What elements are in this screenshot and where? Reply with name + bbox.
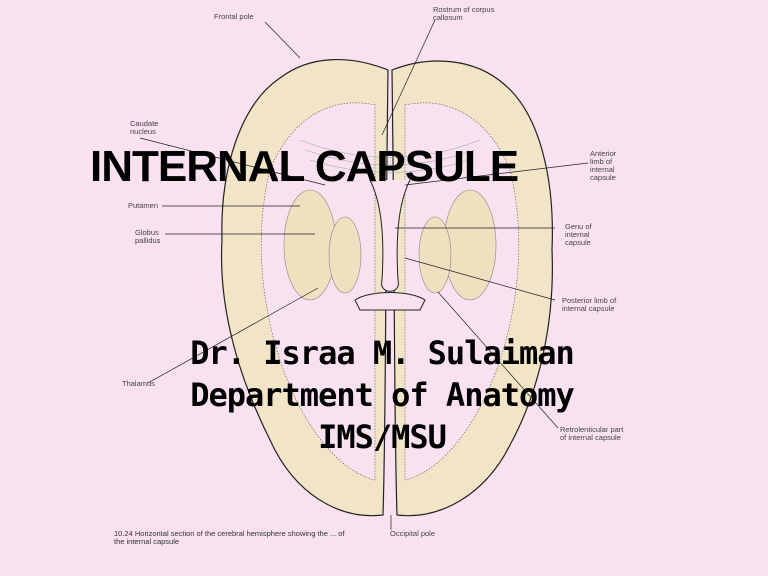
label-caudate: Caudate nucleus xyxy=(130,119,159,136)
label-genu: Genu of internal capsule xyxy=(565,222,592,247)
label-posterior-limb: Posterior limb of internal capsule xyxy=(562,296,617,313)
label-anterior-limb: Anterior limb of internal capsule xyxy=(590,149,617,182)
brain-section-figure: Frontal pole Rostrum of corpus callosum … xyxy=(100,0,628,548)
brain-illustration xyxy=(139,19,589,530)
label-putamen: Putamen xyxy=(128,201,159,210)
label-retrolenticular: Retrolenticular part of internal capsule xyxy=(560,425,624,442)
slide-title: INTERNAL CAPSULE xyxy=(90,142,519,191)
label-occipital-pole: Occipital pole xyxy=(390,529,436,538)
institution: IMS/MSU xyxy=(318,418,447,456)
author-name: Dr. Israa M. Sulaiman xyxy=(190,334,575,372)
label-thalamus: Thalamus xyxy=(122,379,155,388)
department: Department of Anatomy xyxy=(190,376,575,414)
label-rostrum: Rostrum of corpus callosum xyxy=(433,5,495,22)
label-frontal-pole: Frontal pole xyxy=(214,12,254,21)
figure-caption: 10.24 Horizontal section of the cerebral… xyxy=(114,530,345,546)
label-globus: Globus pallidus xyxy=(135,228,161,245)
